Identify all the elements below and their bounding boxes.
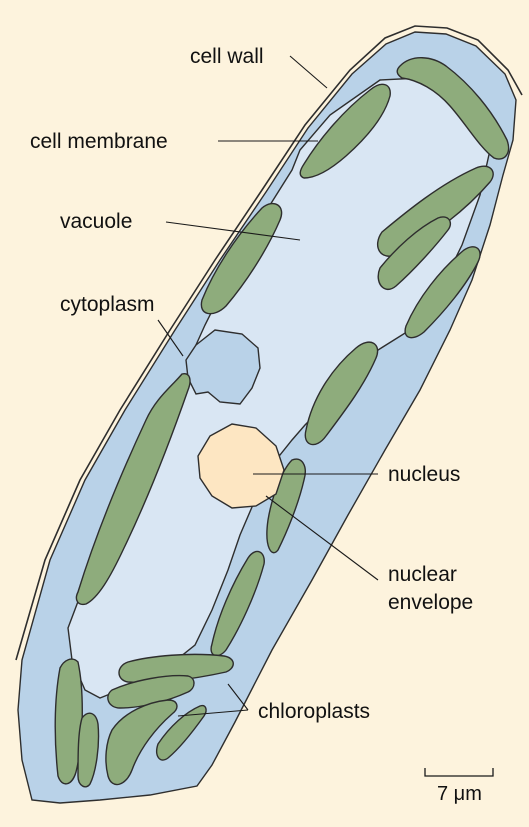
label-vacuole: vacuole (60, 210, 132, 233)
scale-bar-line (425, 768, 493, 776)
label-nuclear-envelope-line1: nuclear (388, 563, 457, 586)
label-chloroplasts: chloroplasts (258, 700, 370, 723)
scale-bar: 7 μm (425, 768, 493, 805)
label-cell-wall: cell wall (190, 45, 264, 68)
leader-cell-wall (290, 56, 327, 88)
label-cell-membrane: cell membrane (30, 130, 168, 153)
label-nucleus: nucleus (388, 463, 460, 486)
scale-bar-label: 7 μm (437, 783, 482, 805)
label-nuclear-envelope-line2: envelope (388, 591, 473, 614)
label-cytoplasm: cytoplasm (60, 293, 155, 316)
